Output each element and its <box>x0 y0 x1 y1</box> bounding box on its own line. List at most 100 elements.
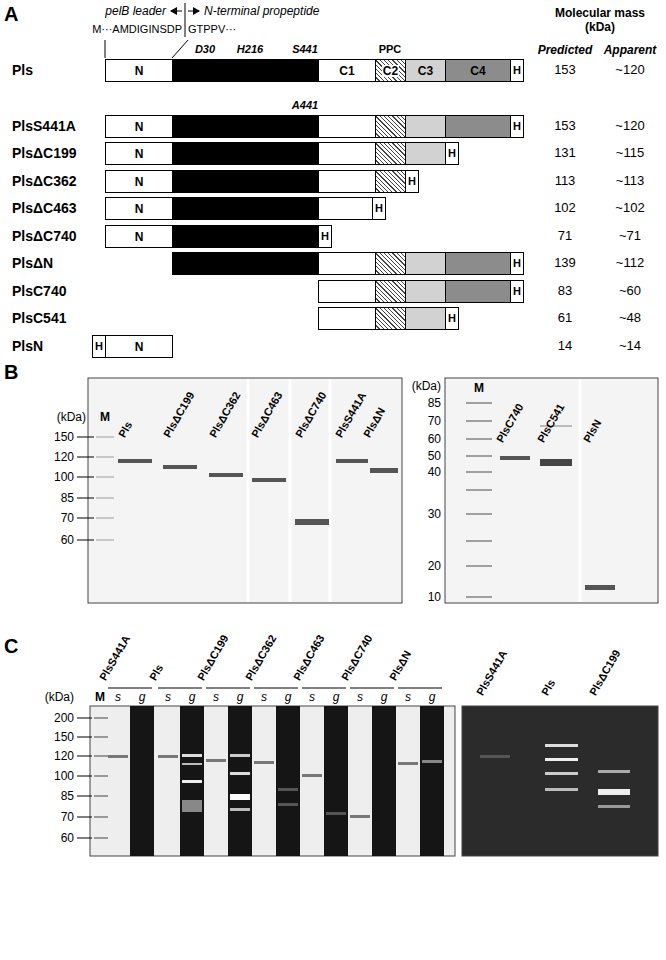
lane-bracket <box>108 688 152 689</box>
figure-part <box>118 459 398 525</box>
mass-value: 139 <box>554 255 576 271</box>
c2-domain <box>375 170 406 193</box>
lane-bracket <box>302 688 346 689</box>
marker-size: 150 <box>54 430 74 444</box>
mass-value: ~60 <box>619 283 641 299</box>
zymogram-c-right <box>598 805 630 808</box>
figure-part <box>96 456 114 458</box>
c4-domain <box>445 252 511 275</box>
figure-part <box>94 717 108 839</box>
gel-b-left <box>329 379 332 602</box>
domain-label: H <box>513 258 521 269</box>
marker-lane-label: M <box>474 381 484 395</box>
marker-size: 85 <box>61 789 74 803</box>
his-tag-box: H <box>445 142 459 165</box>
fraction-label: g <box>333 690 340 704</box>
figure-part <box>466 565 492 567</box>
gel-b-left <box>247 379 250 602</box>
marker-size: (kDa) <box>412 379 441 393</box>
construct-name: PlsS441A <box>12 118 76 135</box>
figure-part <box>96 497 114 499</box>
leader-line <box>171 11 182 12</box>
gel-b-left <box>77 378 402 603</box>
domain-label: N <box>135 121 144 133</box>
figure-part <box>77 540 94 541</box>
mass-value: 14 <box>558 338 572 354</box>
n-terminal-box: N <box>105 115 173 138</box>
zymogram-c-left <box>278 788 298 791</box>
marker-size: 70 <box>428 414 441 428</box>
figure-part <box>77 437 94 540</box>
c3-domain <box>405 252 446 275</box>
marker-size: 120 <box>54 749 74 763</box>
lane-label: PlsΔN <box>387 648 414 683</box>
mass-value: 153 <box>554 62 576 78</box>
domain-label: N <box>135 231 144 243</box>
gel-b-right <box>540 459 572 466</box>
region-label: pelB leader <box>105 4 166 18</box>
mass-value: ~120 <box>615 118 644 134</box>
domain-label: H <box>448 313 456 324</box>
catalytic-domain <box>172 59 319 82</box>
mass-value: 83 <box>558 283 572 299</box>
domain-label: N <box>135 65 144 77</box>
his-tag-box: H <box>372 197 386 220</box>
domain-label: H <box>513 121 521 132</box>
construct-name: PlsΔN <box>12 255 53 272</box>
construct-name: PlsC541 <box>12 310 66 327</box>
lane-bracket <box>350 688 394 689</box>
mass-value: ~115 <box>616 145 644 161</box>
construct-name: PlsC740 <box>12 283 66 300</box>
marker-size: 100 <box>54 769 74 783</box>
lane-label: Pls <box>539 677 559 698</box>
figure-part <box>77 737 92 738</box>
construct-name: PlsΔC740 <box>12 228 77 245</box>
figure-part <box>466 471 492 473</box>
c1-domain <box>318 170 376 193</box>
domain-label: H <box>408 176 416 187</box>
zymogram-c-right <box>545 758 578 761</box>
zymogram-c-left <box>182 754 202 757</box>
column-header: Predicted <box>538 43 593 57</box>
zymogram-c-left <box>182 800 202 812</box>
construct-name: Pls <box>12 62 33 79</box>
zymogram-c-left <box>230 754 250 757</box>
mass-value: ~102 <box>615 200 644 216</box>
zymogram-c-right <box>462 706 658 856</box>
catalytic-domain <box>172 225 319 248</box>
figure-part <box>118 459 152 463</box>
c3-domain: C3 <box>405 59 446 82</box>
fraction-label: s <box>357 690 363 704</box>
c2-domain <box>375 252 406 275</box>
mass-value: ~48 <box>619 310 641 326</box>
marker-lane-label: M <box>100 410 110 424</box>
marker-size: (kDa) <box>45 690 74 704</box>
figure-part <box>108 755 418 818</box>
fraction-label: s <box>261 690 267 704</box>
lane-bracket <box>158 688 202 689</box>
domain-label: C1 <box>339 65 354 77</box>
residue-label: A441 <box>292 99 318 112</box>
fraction-label: s <box>309 690 315 704</box>
mass-value: ~14 <box>619 338 641 354</box>
fraction-label: s <box>405 690 411 704</box>
figure-part <box>94 736 108 738</box>
figure-part <box>94 795 108 797</box>
mass-value: 71 <box>558 228 572 244</box>
figure-part <box>77 796 92 797</box>
figure-part <box>94 755 108 757</box>
mass-value: ~113 <box>616 173 644 189</box>
zymogram-c-left <box>230 808 250 811</box>
gel-b-right <box>445 378 658 603</box>
figure-part <box>77 457 94 458</box>
figure-part <box>466 489 492 491</box>
figure-part <box>336 459 368 463</box>
lane-label: PlsΔC740 <box>339 633 376 683</box>
fraction-label: s <box>165 690 171 704</box>
gel-b-right <box>579 379 582 602</box>
c3-domain <box>405 280 446 303</box>
figure-part <box>466 596 492 598</box>
construct-name: PlsΔC362 <box>12 173 77 190</box>
marker-size: 200 <box>54 711 74 725</box>
c1-domain <box>318 280 376 303</box>
